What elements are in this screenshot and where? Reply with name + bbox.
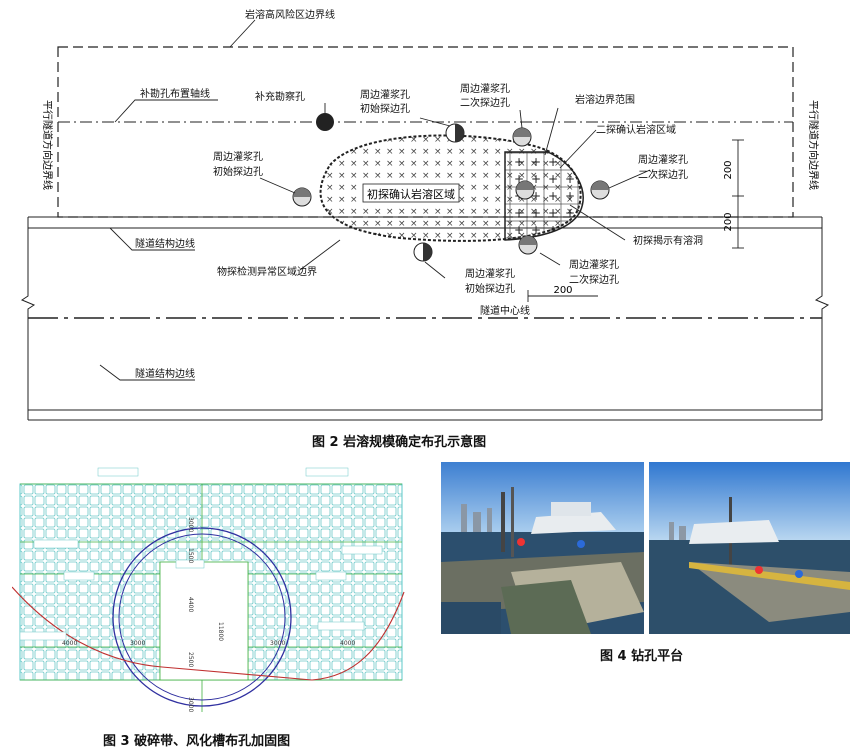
label-peri-initial-top: 周边灌浆孔 <box>360 88 410 101</box>
second-confirm-zone <box>504 151 584 241</box>
tunnel-circle-inner <box>118 533 286 701</box>
figure-2-caption: 图 2 岩溶规模确定布孔示意图 <box>312 435 487 450</box>
label-peri-left: 周边灌浆孔 <box>213 150 263 163</box>
leader-lines <box>99 19 651 381</box>
dim-3000-left: 3000 <box>130 640 145 647</box>
dim-3000-bottom: 3000 <box>187 697 194 712</box>
dim-1500: 1500 <box>187 548 194 563</box>
tiny-label-boxes <box>19 467 383 641</box>
fracture-curve-left <box>12 586 313 681</box>
label-karst-boundary-range: 岩溶边界范围 <box>575 93 635 106</box>
label-peri-right-b: 二次探边孔 <box>638 168 688 181</box>
hole-left-initial <box>292 187 312 207</box>
drilling-platform-photo-right <box>649 462 850 634</box>
label-supplement-hole: 补充勘察孔 <box>255 90 305 103</box>
dimension-lines <box>527 139 744 302</box>
dim-2500: 2500 <box>187 652 194 667</box>
dim-4000-left: 4000 <box>62 640 77 647</box>
label-parallel-left: 平行隧道方向边界线 <box>41 100 54 190</box>
dim-3000-top: 3000 <box>187 517 194 532</box>
figure-4-caption: 图 4 钻孔平台 <box>600 649 684 664</box>
dim-4000-right: 4000 <box>340 640 355 647</box>
hole-top-second <box>512 127 532 147</box>
label-peri-second-top: 周边灌浆孔 <box>460 82 510 95</box>
label-supplement-axis: 补勘孔布置轴线 <box>140 87 210 100</box>
high-risk-boundary-rect <box>57 46 794 218</box>
label-peri-left-b: 初始探边孔 <box>213 165 263 178</box>
figure-3-caption: 图 3 破碎带、风化槽布孔加固图 <box>103 734 291 749</box>
dim-200-v1: 200 <box>723 160 734 179</box>
label-first-reveal-cave: 初探揭示有溶洞 <box>633 234 703 247</box>
label-parallel-right: 平行隧道方向边界线 <box>807 100 820 190</box>
right-edge <box>814 217 830 420</box>
label-tunnel-structure-bottom: 隧道结构边线 <box>135 367 195 380</box>
centre-block <box>159 561 249 681</box>
label-high-risk-boundary: 岩溶高风险区边界线 <box>245 8 335 21</box>
supplement-hole-icon <box>316 113 334 131</box>
hole-bottom-second <box>518 235 538 255</box>
label-geophysics-boundary: 物探检测异常区域边界 <box>217 265 317 278</box>
dim-200-v2: 200 <box>723 212 734 231</box>
drilling-platform-photo-left <box>441 462 644 634</box>
label-peri-right: 周边灌浆孔 <box>638 153 688 166</box>
label-peri-initial-top-b: 初始探边孔 <box>360 102 410 115</box>
hole-top-initial <box>445 123 465 143</box>
label-peri-bottom-right: 周边灌浆孔 <box>569 258 619 271</box>
hole-bottom-initial <box>413 242 433 262</box>
hole-right-second <box>590 180 610 200</box>
label-peri-bottom-b: 初始探边孔 <box>465 282 515 295</box>
first-confirm-label-box <box>362 183 460 203</box>
label-peri-bottom: 周边灌浆孔 <box>465 267 515 280</box>
figure-3-diagram: 3000 1500 4400 2500 11800 3000 4000 3000… <box>12 467 405 712</box>
hole-center <box>515 180 535 200</box>
first-confirm-zone-label: 初探确认岩溶区域 <box>367 187 455 201</box>
figure-2-diagram: × + 初探确认岩溶区域 <box>20 8 830 421</box>
dim-4400: 4400 <box>187 597 194 612</box>
label-tunnel-structure-top: 隧道结构边线 <box>135 237 195 250</box>
label-tunnel-center: 隧道中心线 <box>480 304 530 317</box>
dim-11800: 11800 <box>217 622 224 641</box>
dim-200-h: 200 <box>553 285 572 296</box>
fracture-curve-right <box>311 591 405 681</box>
label-peri-second-top-b: 二次探边孔 <box>460 96 510 109</box>
label-second-confirm-zone: 二探确认岩溶区域 <box>596 123 676 136</box>
dim-3000-right: 3000 <box>270 640 285 647</box>
label-peri-bottom-right-b: 二次探边孔 <box>569 273 619 286</box>
tunnel-circle-outer <box>112 527 292 707</box>
